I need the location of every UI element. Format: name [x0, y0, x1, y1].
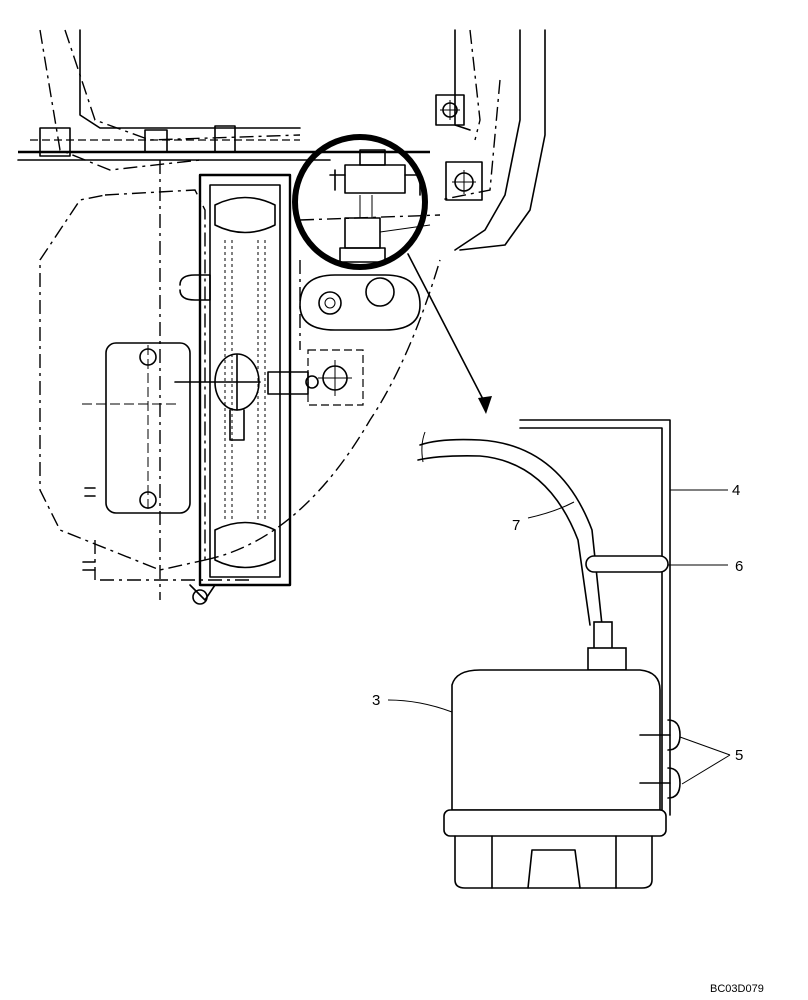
leader-3 — [387, 699, 453, 713]
callout-labels: 3 4 5 6 7 — [372, 482, 743, 764]
callout-7: 7 — [512, 517, 520, 534]
detail-callout-circle — [292, 134, 428, 270]
leader-7 — [527, 501, 575, 519]
callout-3: 3 — [372, 692, 380, 709]
machine-overview — [17, 29, 546, 605]
callout-4: 4 — [732, 482, 740, 499]
detail-view — [417, 419, 681, 889]
detail-arrow — [407, 253, 492, 414]
leader-5 — [679, 736, 731, 785]
drawing-code: BC03D079 — [710, 983, 764, 995]
callout-5: 5 — [735, 747, 743, 764]
leader-lines — [387, 489, 731, 785]
callout-6: 6 — [735, 558, 743, 575]
